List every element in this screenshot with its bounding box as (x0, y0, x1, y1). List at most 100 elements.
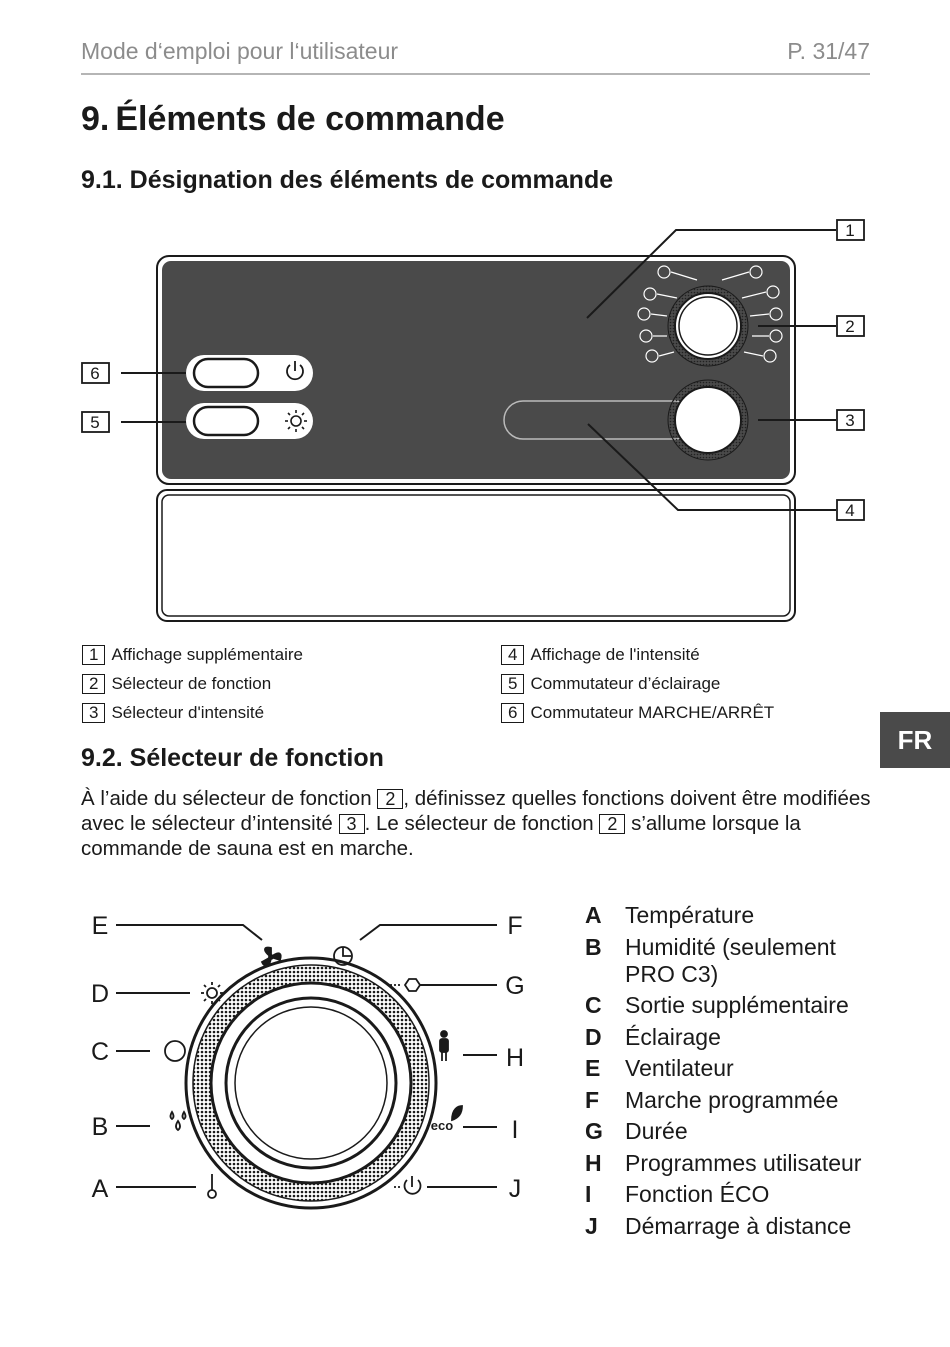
remote-start-icon (394, 1176, 422, 1195)
function-label: Humidité (seulement PRO C3) (625, 933, 836, 987)
humidity-icon (169, 1110, 187, 1132)
legend-text: Sélecteur de fonction (111, 674, 272, 693)
function-dial-diagram: E D C B A F G H I J (91, 912, 525, 1210)
para-ref-box: 2 (599, 814, 626, 834)
function-key: J (585, 1212, 598, 1239)
panel-face (162, 261, 790, 479)
leader-1 (586, 229, 836, 319)
legend-text: Sélecteur d'intensité (111, 703, 265, 722)
callout-box-1 (836, 219, 865, 241)
callout-box-6 (81, 362, 110, 384)
function-selector-knob (667, 285, 749, 367)
function-key: F (585, 1086, 600, 1113)
legend-num: 6 (501, 703, 525, 723)
user-programs-icon (439, 1030, 449, 1061)
section-number: 9. (81, 100, 110, 138)
eco-icon (451, 1105, 463, 1122)
callout-2: 2 (845, 317, 854, 336)
function-label: Programmes utilisateur (625, 1149, 862, 1176)
legend-item-2: 2 Sélecteur de fonction (82, 674, 271, 694)
leader-4 (587, 423, 836, 511)
callout-4: 4 (845, 501, 854, 520)
para-text: À l’aide du sélecteur de fonction (81, 787, 372, 810)
para-ref-box: 2 (377, 789, 404, 809)
dial-label-I: I (512, 1116, 519, 1144)
callout-5: 5 (90, 413, 99, 432)
duration-icon (390, 978, 422, 992)
dial-label-J: J (509, 1175, 522, 1203)
function-label: Ventilateur (625, 1055, 734, 1081)
function-key: G (585, 1118, 603, 1144)
legend-num: 2 (82, 674, 106, 694)
subsection-heading-1: 9.1. Désignation des éléments de command… (81, 166, 614, 194)
function-label: Démarrage à distance (625, 1212, 852, 1239)
power-button (186, 355, 313, 391)
light-icon (285, 410, 307, 432)
function-label: Température (625, 902, 755, 928)
legend-num: 4 (501, 645, 525, 665)
function-key-row: B Humidité (seulement PRO C3) (585, 934, 875, 988)
legend-item-4: 4 Affichage de l'intensité (501, 645, 700, 665)
section-heading: 9.Éléments de commande (81, 100, 505, 139)
dial-label-G: G (505, 972, 524, 1000)
running-header-title: Mode d‘emploi pour l‘utilisateur (81, 38, 399, 64)
light-button (186, 403, 313, 439)
language-tab: FR (880, 712, 950, 768)
intro-paragraph: À l’aide du sélecteur de fonction 2, déf… (81, 786, 871, 861)
function-icon-ring (637, 265, 783, 363)
dial-label-D: D (91, 980, 109, 1008)
function-label: Durée (625, 1118, 688, 1144)
function-key-row: A Température (585, 902, 875, 929)
page-number: P. 31/47 (787, 38, 870, 64)
dial-label-A: A (92, 1175, 109, 1203)
dial-label-E: E (92, 912, 109, 940)
lower-cover (156, 489, 796, 622)
legend-num: 5 (501, 674, 525, 694)
function-key: A (585, 902, 602, 928)
function-label: Éclairage (625, 1023, 721, 1050)
function-key: I (585, 1181, 592, 1207)
function-key: B (585, 933, 602, 960)
para-text: s’allume lorsque la commande de sauna es… (81, 812, 801, 860)
function-key-row: G Durée (585, 1118, 875, 1145)
dial-label-B: B (92, 1113, 109, 1141)
function-label: Marche programmée (625, 1086, 839, 1113)
function-key: D (585, 1023, 602, 1050)
callout-box-5 (81, 411, 110, 433)
legend-item-5: 5 Commutateur d’éclairage (501, 674, 720, 694)
callout-1: 1 (845, 221, 854, 240)
function-key-row: E Ventilateur (585, 1055, 875, 1082)
function-key-row: F Marche programmée (585, 1087, 875, 1114)
section-title: Éléments de commande (115, 100, 505, 138)
header-rule (81, 73, 870, 75)
legend-text: Affichage de l'intensité (530, 645, 700, 664)
para-ref-box: 3 (338, 814, 365, 834)
temperature-icon (207, 1174, 217, 1199)
callout-3: 3 (845, 411, 854, 430)
legend-num: 3 (82, 703, 106, 723)
fan-icon (260, 946, 282, 967)
callout-box-2 (836, 315, 865, 337)
intensity-selector-knob (667, 379, 749, 461)
function-label: Fonction ÉCO (625, 1181, 770, 1207)
para-text: , définissez quelles fonctions doivent ê… (81, 787, 871, 835)
callout-box-3 (836, 409, 865, 431)
power-icon (286, 364, 304, 381)
legend-item-3: 3 Sélecteur d'intensité (82, 703, 264, 723)
function-key: C (585, 992, 602, 1018)
function-key-row: D Éclairage (585, 1024, 875, 1051)
legend-text: Commutateur d’éclairage (530, 674, 721, 693)
function-key-row: J Démarrage à distance (585, 1213, 875, 1240)
callout-6: 6 (90, 364, 99, 383)
control-panel-diagram: 1 2 3 4 5 6 (81, 219, 865, 622)
function-key-list: A Température B Humidité (seulement PRO C3… (585, 902, 875, 1244)
function-key: E (585, 1055, 601, 1081)
dial-label-H: H (506, 1044, 524, 1072)
para-text: . Le sélecteur de fonction (364, 812, 594, 835)
light-icon (201, 982, 223, 1004)
timer-icon (333, 946, 353, 966)
